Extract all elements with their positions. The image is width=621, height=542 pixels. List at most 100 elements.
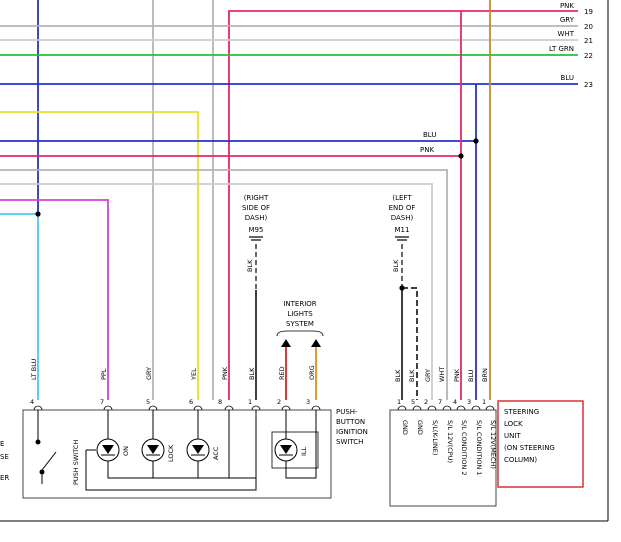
wire-num-19: 19	[584, 8, 593, 16]
led-on	[86, 438, 120, 462]
ign-pin-label-yel: YEL	[190, 368, 198, 381]
sl-func-kline: S/L(K-LINE)	[431, 420, 439, 455]
steering-unit-line4: (ON STEERING	[504, 444, 555, 452]
steering-pin-labels: BLK 1 BLK 5 GRY 2 WHT 7 PNK 4 BLU 3 BRN …	[394, 367, 489, 406]
right-wire-labels: PNK 19 GRY 20 WHT 21 LT GRN 22 BLU 23 BL…	[420, 2, 593, 154]
steering-lock-box: GND GND S/L(K-LINE) S/L 12V(CPU) S/L CON…	[389, 409, 497, 507]
ignition-pin-terminals	[33, 405, 321, 411]
interior-lights-system: INTERIOR LIGHTS SYSTEM	[276, 300, 324, 400]
ign-pin-num-6: 6	[189, 398, 193, 406]
sl-pin-num-1a: 1	[397, 398, 401, 406]
led-acc	[186, 438, 210, 462]
wire-label-blu: BLU	[561, 74, 574, 82]
steering-lock-unit-label: STEERING LOCK UNIT (ON STEERING COLUMN)	[497, 400, 584, 488]
ign-pin-num-1: 1	[248, 398, 252, 406]
wire-num-21: 21	[584, 37, 593, 45]
ign-pin-num-5: 5	[146, 398, 150, 406]
ground-right-line1: (RIGHT	[244, 194, 269, 202]
sl-func-gnd-2: GND	[416, 420, 424, 435]
sl-pin-label-gry: GRY	[424, 369, 432, 382]
interior-lights-line1: INTERIOR	[283, 300, 316, 308]
wire-label-wht: WHT	[558, 30, 575, 38]
wire-num-22: 22	[584, 52, 593, 60]
arrow-red	[281, 339, 291, 347]
ground-right-wire: BLK	[246, 259, 254, 272]
wire-gry-bend	[0, 169, 448, 400]
splice-dot-blu	[473, 138, 479, 144]
ignition-switch-line2: BUTTON	[336, 418, 365, 426]
ign-pin-label-red: RED	[278, 366, 286, 380]
ign-pin-label-pnk: PNK	[221, 366, 229, 380]
ground-right-line3: DASH)	[245, 214, 268, 222]
wire-label-pnk: PNK	[560, 2, 574, 10]
sl-pin-label-pnk: PNK	[453, 368, 461, 382]
ign-pin-num-2: 2	[277, 398, 281, 406]
sl-pin-num-5: 5	[411, 398, 415, 406]
ign-pin-num-3: 3	[306, 398, 310, 406]
ground-left-code: M11	[395, 226, 410, 234]
led-label-lock: LOCK	[167, 444, 175, 462]
ign-pin-num-4: 4	[30, 398, 34, 406]
sl-func-gnd-1: GND	[401, 420, 409, 435]
ign-pin-label-ppl: PPL	[100, 368, 108, 380]
led-label-ill: ILL	[300, 446, 308, 456]
ign-pin-label-org: ORG	[308, 365, 316, 380]
wire-num-23: 23	[584, 81, 593, 89]
bus-label-blu: BLU	[423, 131, 436, 139]
bus-label-pnk: PNK	[420, 146, 434, 154]
splice-dot-pnk	[458, 153, 464, 159]
ignition-pin-labels: LT BLU 4 PPL 7 GRY 5 YEL 6 PNK 8 BLK 1 R…	[30, 358, 316, 406]
led-label-on: ON	[122, 446, 130, 456]
ground-right-line2: SIDE OF	[242, 204, 270, 212]
sl-pin-num-4: 4	[453, 398, 457, 406]
ign-pin-num-8: 8	[218, 398, 222, 406]
sl-pin-label-wht: WHT	[438, 367, 446, 382]
ground-left-branch-2	[402, 287, 418, 400]
steering-unit-line3: UNIT	[504, 432, 521, 440]
ign-pin-label-ltblu: LT BLU	[30, 358, 38, 380]
steering-unit-line2: LOCK	[504, 420, 523, 428]
wire-wht-bend	[0, 183, 433, 400]
sl-pin-num-1b: 1	[482, 398, 486, 406]
left-edge-text-1: E	[0, 440, 4, 448]
led-label-acc: ACC	[212, 446, 220, 460]
left-edge-text-3: ER	[0, 474, 9, 482]
splice-dot-ltblu	[35, 211, 41, 217]
sl-pin-label-blu: BLU	[467, 369, 475, 382]
push-switch-label: PUSH SWITCH	[72, 440, 80, 485]
steering-lock-highlight	[497, 400, 584, 488]
ground-right-of-dash: (RIGHT SIDE OF DASH) M95 BLK	[242, 194, 270, 400]
wire-label-gry: GRY	[560, 16, 575, 24]
sl-func-12v-mech: S/L 12V(MECH)	[489, 420, 497, 469]
sl-pin-label-brn: BRN	[481, 368, 489, 382]
ignition-switch-box: PUSH- BUTTON IGNITION SWITCH PUSH SWITCH…	[22, 408, 368, 499]
ground-right-code: M95	[249, 226, 264, 234]
push-switch-symbol	[35, 410, 57, 484]
steering-pin-terminals	[397, 405, 495, 411]
sl-pin-label-blk-2: BLK	[408, 369, 416, 382]
ground-left-of-dash: (LEFT END OF DASH) M11 BLK	[389, 194, 418, 400]
steering-unit-line5: COLUMN)	[504, 456, 537, 464]
sl-pin-label-blk-1: BLK	[394, 369, 402, 382]
ground-left-line2: END OF	[389, 204, 416, 212]
interior-lights-line3: SYSTEM	[286, 320, 314, 328]
wire-ppl	[0, 199, 109, 400]
ground-left-line3: DASH)	[391, 214, 414, 222]
sl-func-condition-2: S/L CONDITION 2	[460, 420, 468, 476]
ign-pin-label-gry: GRY	[145, 367, 153, 380]
ignition-switch-line4: SWITCH	[336, 438, 363, 446]
ign-pin-num-7: 7	[100, 398, 104, 406]
ground-left-wire: BLK	[392, 259, 400, 272]
sl-pin-num-3: 3	[467, 398, 471, 406]
sl-func-12v-cpu: S/L 12V(CPU)	[446, 420, 454, 463]
ignition-internal-wiring	[85, 410, 317, 491]
left-edge-text-2: SE	[0, 453, 9, 461]
wire-num-20: 20	[584, 23, 593, 31]
interior-lights-brace	[276, 330, 324, 337]
wire-label-ltgrn: LT GRN	[549, 45, 574, 53]
ignition-switch-line1: PUSH-	[336, 408, 358, 416]
ignition-switch-line3: IGNITION	[336, 428, 368, 436]
ign-pin-label-blk: BLK	[248, 367, 256, 380]
sl-pin-num-7: 7	[438, 398, 442, 406]
